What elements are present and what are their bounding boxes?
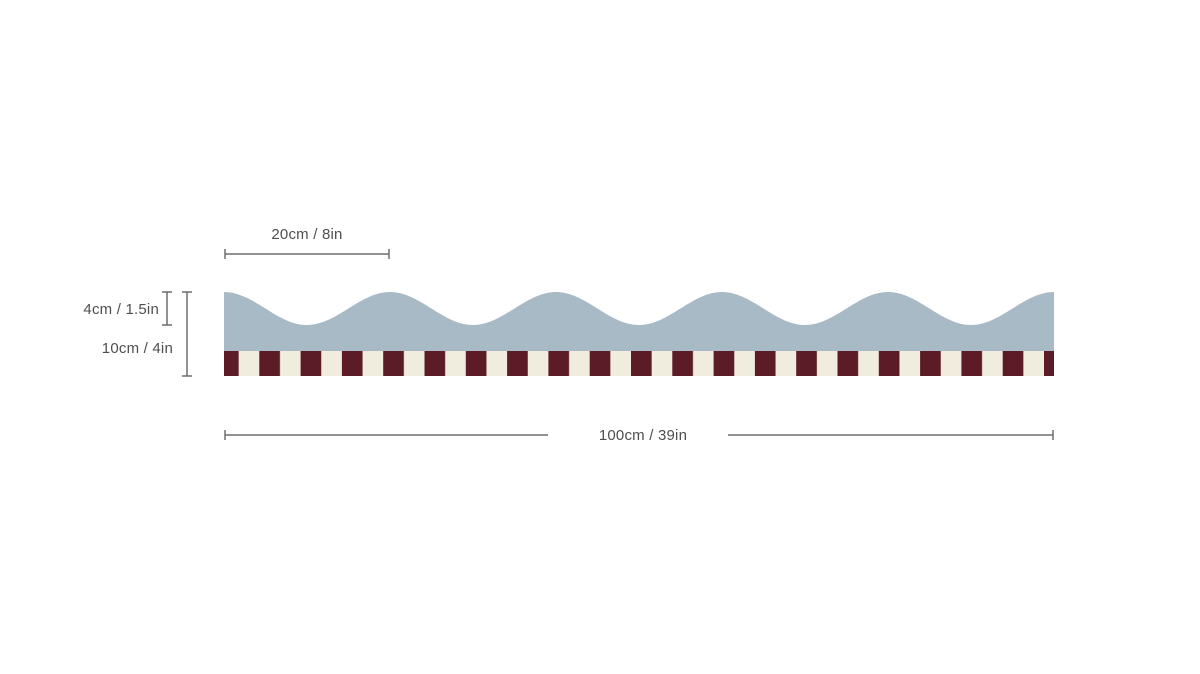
total-height-dimension <box>182 291 192 377</box>
total-height-label: 10cm / 4in <box>101 340 173 357</box>
total-width-dimension <box>224 430 1054 440</box>
repeat-width-label: 20cm / 8in <box>271 226 343 243</box>
scallop-height-label: 4cm / 1.5in <box>83 301 159 318</box>
dimension-lines <box>162 249 1054 440</box>
scalloped-wave-shape <box>224 292 1054 351</box>
striped-trim-band <box>224 351 1054 376</box>
total-width-label: 100cm / 39in <box>598 427 688 444</box>
repeat-width-dimension <box>224 249 390 259</box>
scallop-height-dimension <box>162 291 172 326</box>
